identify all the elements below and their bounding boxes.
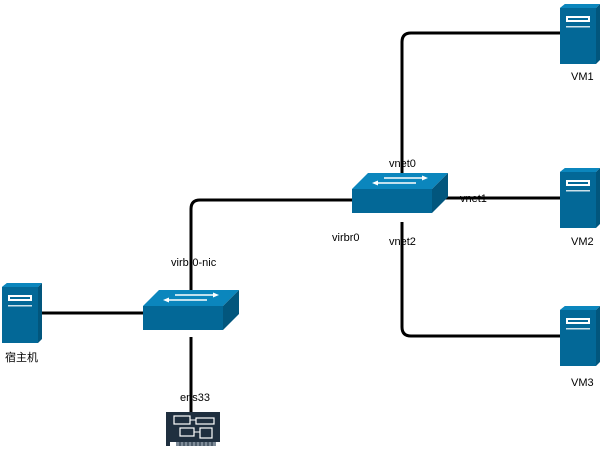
port-label-vnet1: vnet1: [460, 193, 487, 205]
port-label-vnet2: vnet2: [389, 236, 416, 248]
switch-icon: [351, 172, 449, 214]
server-icon: [559, 4, 600, 68]
port-label-vnet0: vnet0: [389, 158, 416, 170]
link-vnet2-vm3: [400, 222, 560, 338]
vm2-server[interactable]: [559, 168, 600, 232]
connection-lines: [42, 31, 560, 412]
vm2-label: VM2: [571, 236, 594, 248]
link-vnet0-vm1: [400, 31, 560, 173]
switch-icon: [142, 289, 240, 331]
vm3-label: VM3: [571, 377, 594, 389]
port-label-ens33: ens33: [180, 392, 210, 404]
link-virbr0-nic: [189, 198, 352, 290]
host-label: 宿主机: [5, 350, 38, 364]
vm1-server[interactable]: [559, 4, 600, 68]
virbr0-label: virbr0: [332, 232, 360, 244]
host-server[interactable]: [1, 283, 42, 347]
server-icon: [559, 168, 600, 232]
virbr0-switch[interactable]: [351, 172, 449, 214]
server-icon: [559, 306, 600, 370]
vm3-server[interactable]: [559, 306, 600, 370]
port-label-virbr0-nic: virbr0-nic: [171, 257, 217, 269]
network-card-icon: [166, 412, 220, 446]
host-switch[interactable]: [142, 289, 240, 331]
network-card[interactable]: [166, 412, 220, 446]
vm1-label: VM1: [571, 71, 594, 83]
server-icon: [1, 283, 42, 347]
